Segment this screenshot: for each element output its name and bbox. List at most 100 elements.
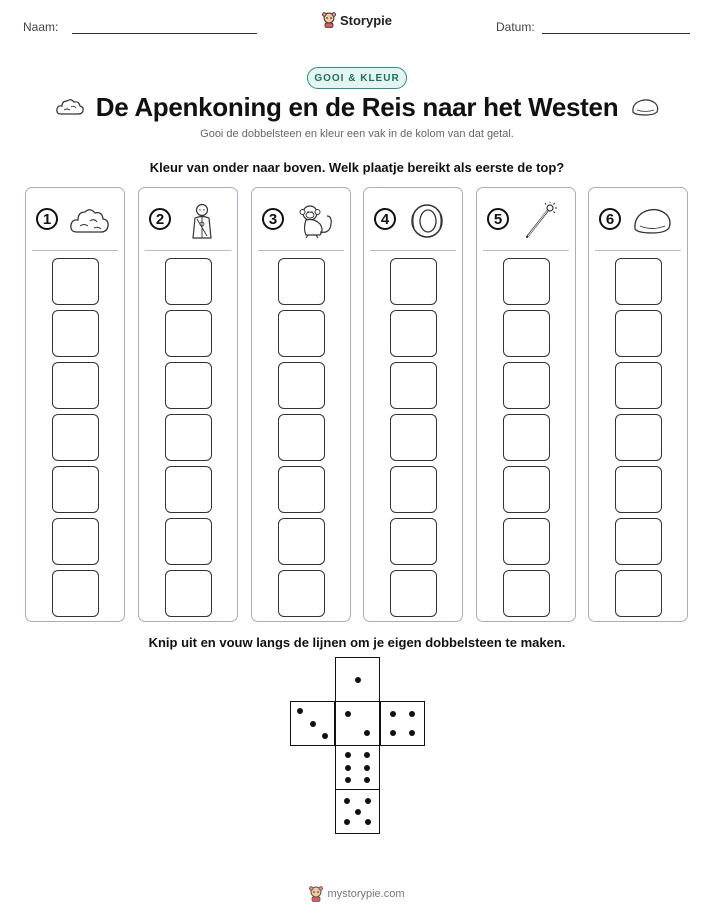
color-cell[interactable] [52, 570, 99, 617]
color-cell[interactable] [390, 310, 437, 357]
color-cell[interactable] [615, 466, 662, 513]
dice-pip [343, 819, 350, 826]
color-cell[interactable] [615, 258, 662, 305]
column-header: 1 [36, 200, 116, 240]
color-cell[interactable] [52, 518, 99, 565]
column-divider [595, 250, 681, 251]
brand-name: Storypie [339, 12, 392, 28]
color-cell[interactable] [390, 466, 437, 513]
color-cell[interactable] [615, 570, 662, 617]
column-header: 6 [599, 200, 679, 240]
color-cell[interactable] [278, 258, 325, 305]
color-cell[interactable] [278, 570, 325, 617]
color-cell[interactable] [165, 414, 212, 461]
color-cell[interactable] [165, 258, 212, 305]
dice-pip [364, 730, 371, 737]
column-header: 4 [374, 200, 454, 240]
color-cell[interactable] [615, 310, 662, 357]
column-divider [483, 250, 569, 251]
dice-face-4 [380, 701, 425, 746]
color-cell[interactable] [52, 310, 99, 357]
color-cell[interactable] [503, 570, 550, 617]
dice-pip [389, 710, 396, 717]
storypie-mascot-icon [321, 12, 336, 28]
column-number: 6 [599, 208, 621, 230]
dice-face-3 [290, 701, 335, 746]
color-cell[interactable] [165, 362, 212, 409]
color-cell[interactable] [615, 414, 662, 461]
cloud-icon [56, 99, 84, 115]
cloud-icon [68, 202, 110, 240]
color-cell[interactable] [278, 310, 325, 357]
dice-face-6 [335, 745, 380, 790]
instruction-top: Kleur van onder naar boven. Welk plaatje… [149, 160, 565, 175]
dice-pip [344, 710, 351, 717]
color-cell[interactable] [52, 466, 99, 513]
stone-icon [632, 99, 659, 116]
dice-face-2 [335, 701, 380, 746]
column-header: 2 [149, 200, 229, 240]
color-cell[interactable] [165, 570, 212, 617]
dice-pip [344, 764, 351, 771]
color-cell[interactable] [278, 362, 325, 409]
color-cell[interactable] [52, 258, 99, 305]
footer: mystorypie.com [0, 886, 714, 902]
footer-url: mystorypie.com [327, 888, 405, 900]
color-cell[interactable] [503, 362, 550, 409]
column-2: 2 [138, 187, 238, 622]
column-divider [370, 250, 456, 251]
color-cell[interactable] [52, 414, 99, 461]
color-cell[interactable] [390, 518, 437, 565]
dice-pip [344, 751, 351, 758]
color-cell[interactable] [278, 414, 325, 461]
name-line [72, 33, 257, 34]
dice-pip [364, 751, 371, 758]
color-cell[interactable] [52, 362, 99, 409]
brand-logo: Storypie [0, 12, 714, 28]
monkey-icon [294, 202, 336, 240]
instruction-bottom: Knip uit en vouw langs de lijnen om je e… [148, 635, 566, 650]
color-cell[interactable] [390, 414, 437, 461]
column-4: 4 [363, 187, 463, 622]
date-label: Datum: [496, 20, 535, 34]
color-cell[interactable] [503, 258, 550, 305]
color-cell[interactable] [165, 310, 212, 357]
color-cell[interactable] [503, 414, 550, 461]
color-cell[interactable] [503, 518, 550, 565]
column-number: 1 [36, 208, 58, 230]
page-subtitle: Gooi de dobbelsteen en kleur een vak in … [200, 128, 514, 140]
dice-pip [343, 797, 350, 804]
column-number: 4 [374, 208, 396, 230]
color-cell[interactable] [390, 258, 437, 305]
color-cell[interactable] [278, 466, 325, 513]
color-cell[interactable] [615, 518, 662, 565]
color-cell[interactable] [390, 362, 437, 409]
column-3: 3 [251, 187, 351, 622]
magic-staff-icon [519, 201, 561, 240]
dice-pip [409, 710, 416, 717]
dice-pip [364, 764, 371, 771]
dice-pip [364, 777, 371, 784]
monk-icon [181, 202, 223, 240]
stone-icon [631, 202, 673, 240]
dice-pip [354, 676, 361, 683]
color-cell[interactable] [165, 466, 212, 513]
color-cell[interactable] [390, 570, 437, 617]
dice-pip [409, 730, 416, 737]
column-header: 5 [487, 200, 567, 240]
golden-headband-icon [406, 202, 448, 240]
storypie-mascot-icon [309, 886, 324, 902]
color-cell[interactable] [278, 518, 325, 565]
dice-pip [365, 797, 372, 804]
column-number: 3 [262, 208, 284, 230]
page-title: De Apenkoning en de Reis naar het Westen [95, 92, 619, 122]
color-cell[interactable] [615, 362, 662, 409]
column-1: 1 [25, 187, 125, 622]
color-cell[interactable] [503, 466, 550, 513]
name-label: Naam: [23, 20, 59, 34]
color-cell[interactable] [503, 310, 550, 357]
column-number: 2 [149, 208, 171, 230]
dice-pip [322, 733, 329, 740]
dice-face-5 [335, 789, 380, 834]
color-cell[interactable] [165, 518, 212, 565]
